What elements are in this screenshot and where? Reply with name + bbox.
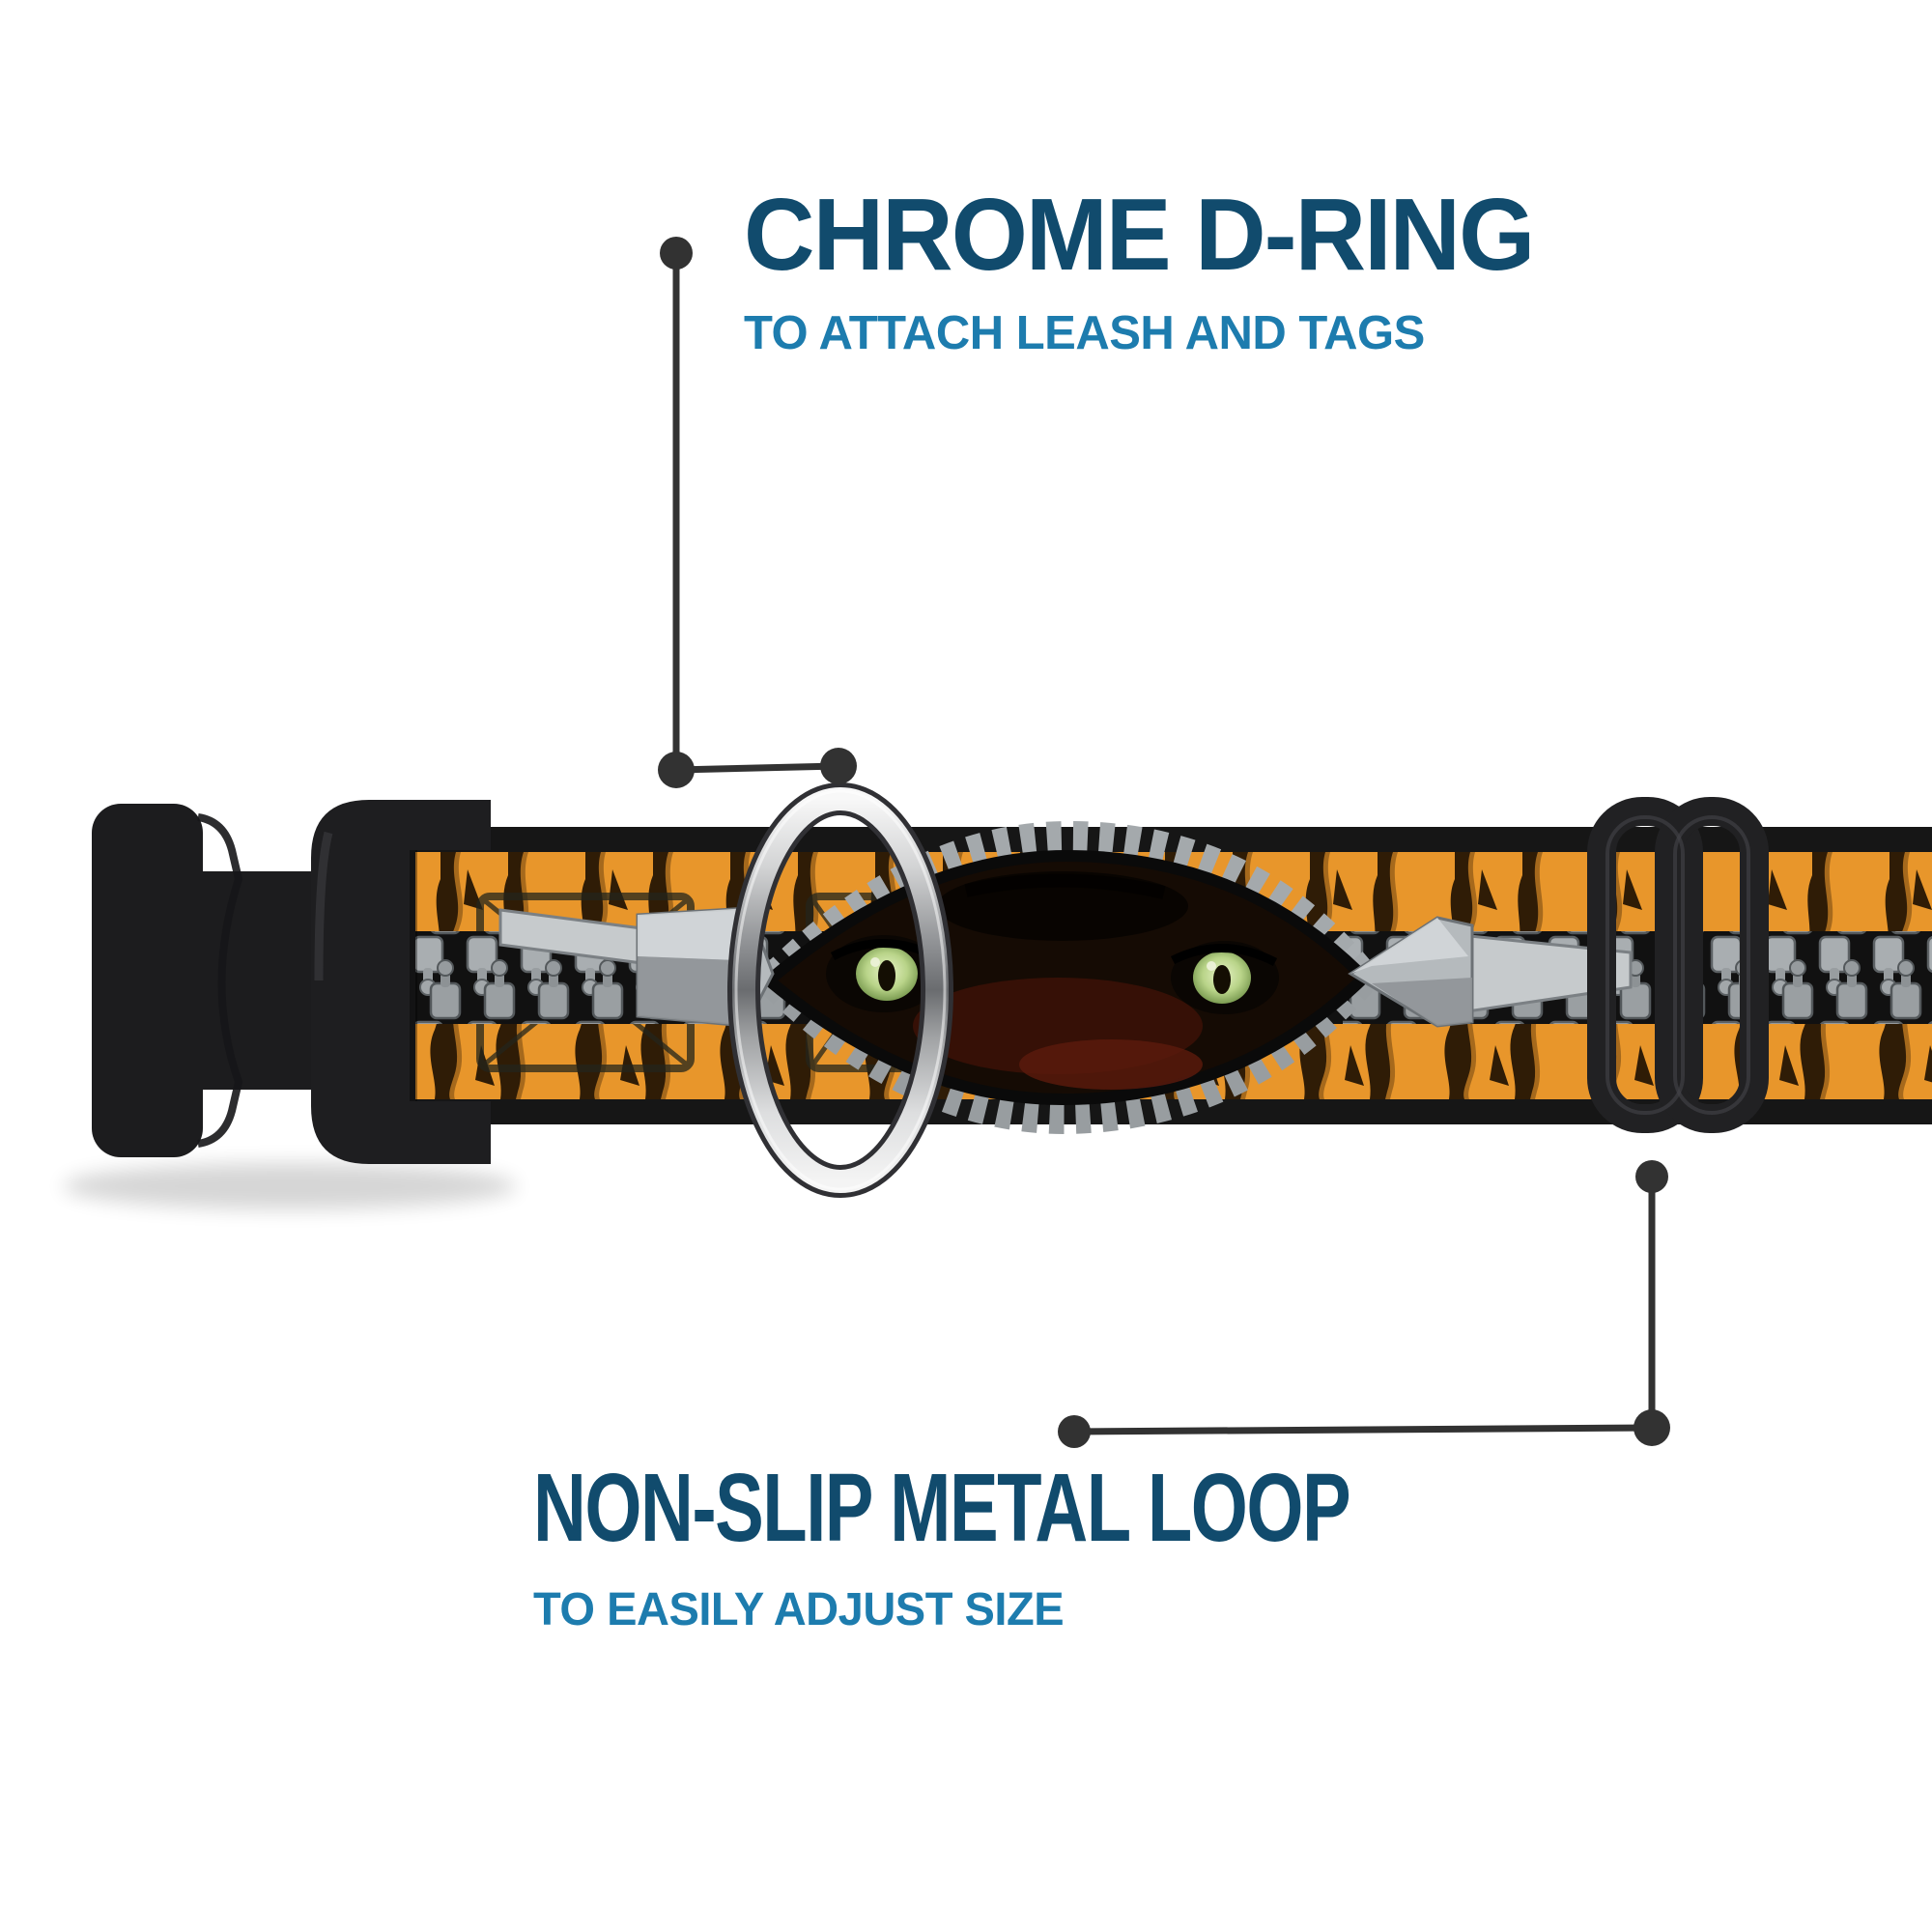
- plastic-side-release-buckle: [92, 800, 491, 1164]
- buckle-shadow: [63, 1163, 517, 1209]
- callout-dot: [1634, 1409, 1670, 1446]
- callout-dot: [820, 748, 857, 784]
- non-slip-metal-loop: [1587, 797, 1769, 1133]
- callout-d-ring: CHROME D-RING TO ATTACH LEASH AND TAGS: [744, 184, 1566, 357]
- callout-line-d-ring: [658, 237, 857, 788]
- callout-title-d-ring: CHROME D-RING: [744, 178, 1535, 292]
- callout-metal-loop: NON-SLIP METAL LOOP TO EASILY ADJUST SIZ…: [533, 1460, 1607, 1634]
- callout-dot: [660, 237, 693, 270]
- callout-subtitle-d-ring: TO ATTACH LEASH AND TAGS: [744, 307, 1425, 359]
- callout-dot: [1058, 1415, 1091, 1448]
- callout-dot: [1635, 1160, 1668, 1193]
- callout-line-metal-loop: [1058, 1160, 1670, 1448]
- callout-title-metal-loop: NON-SLIP METAL LOOP: [533, 1454, 1351, 1562]
- right-eye: [1170, 941, 1279, 1014]
- callout-dot: [658, 752, 695, 788]
- chrome-d-ring: [727, 782, 953, 1198]
- callout-subtitle-metal-loop: TO EASILY ADJUST SIZE: [533, 1584, 1065, 1635]
- webbing-top-edge: [406, 827, 1932, 852]
